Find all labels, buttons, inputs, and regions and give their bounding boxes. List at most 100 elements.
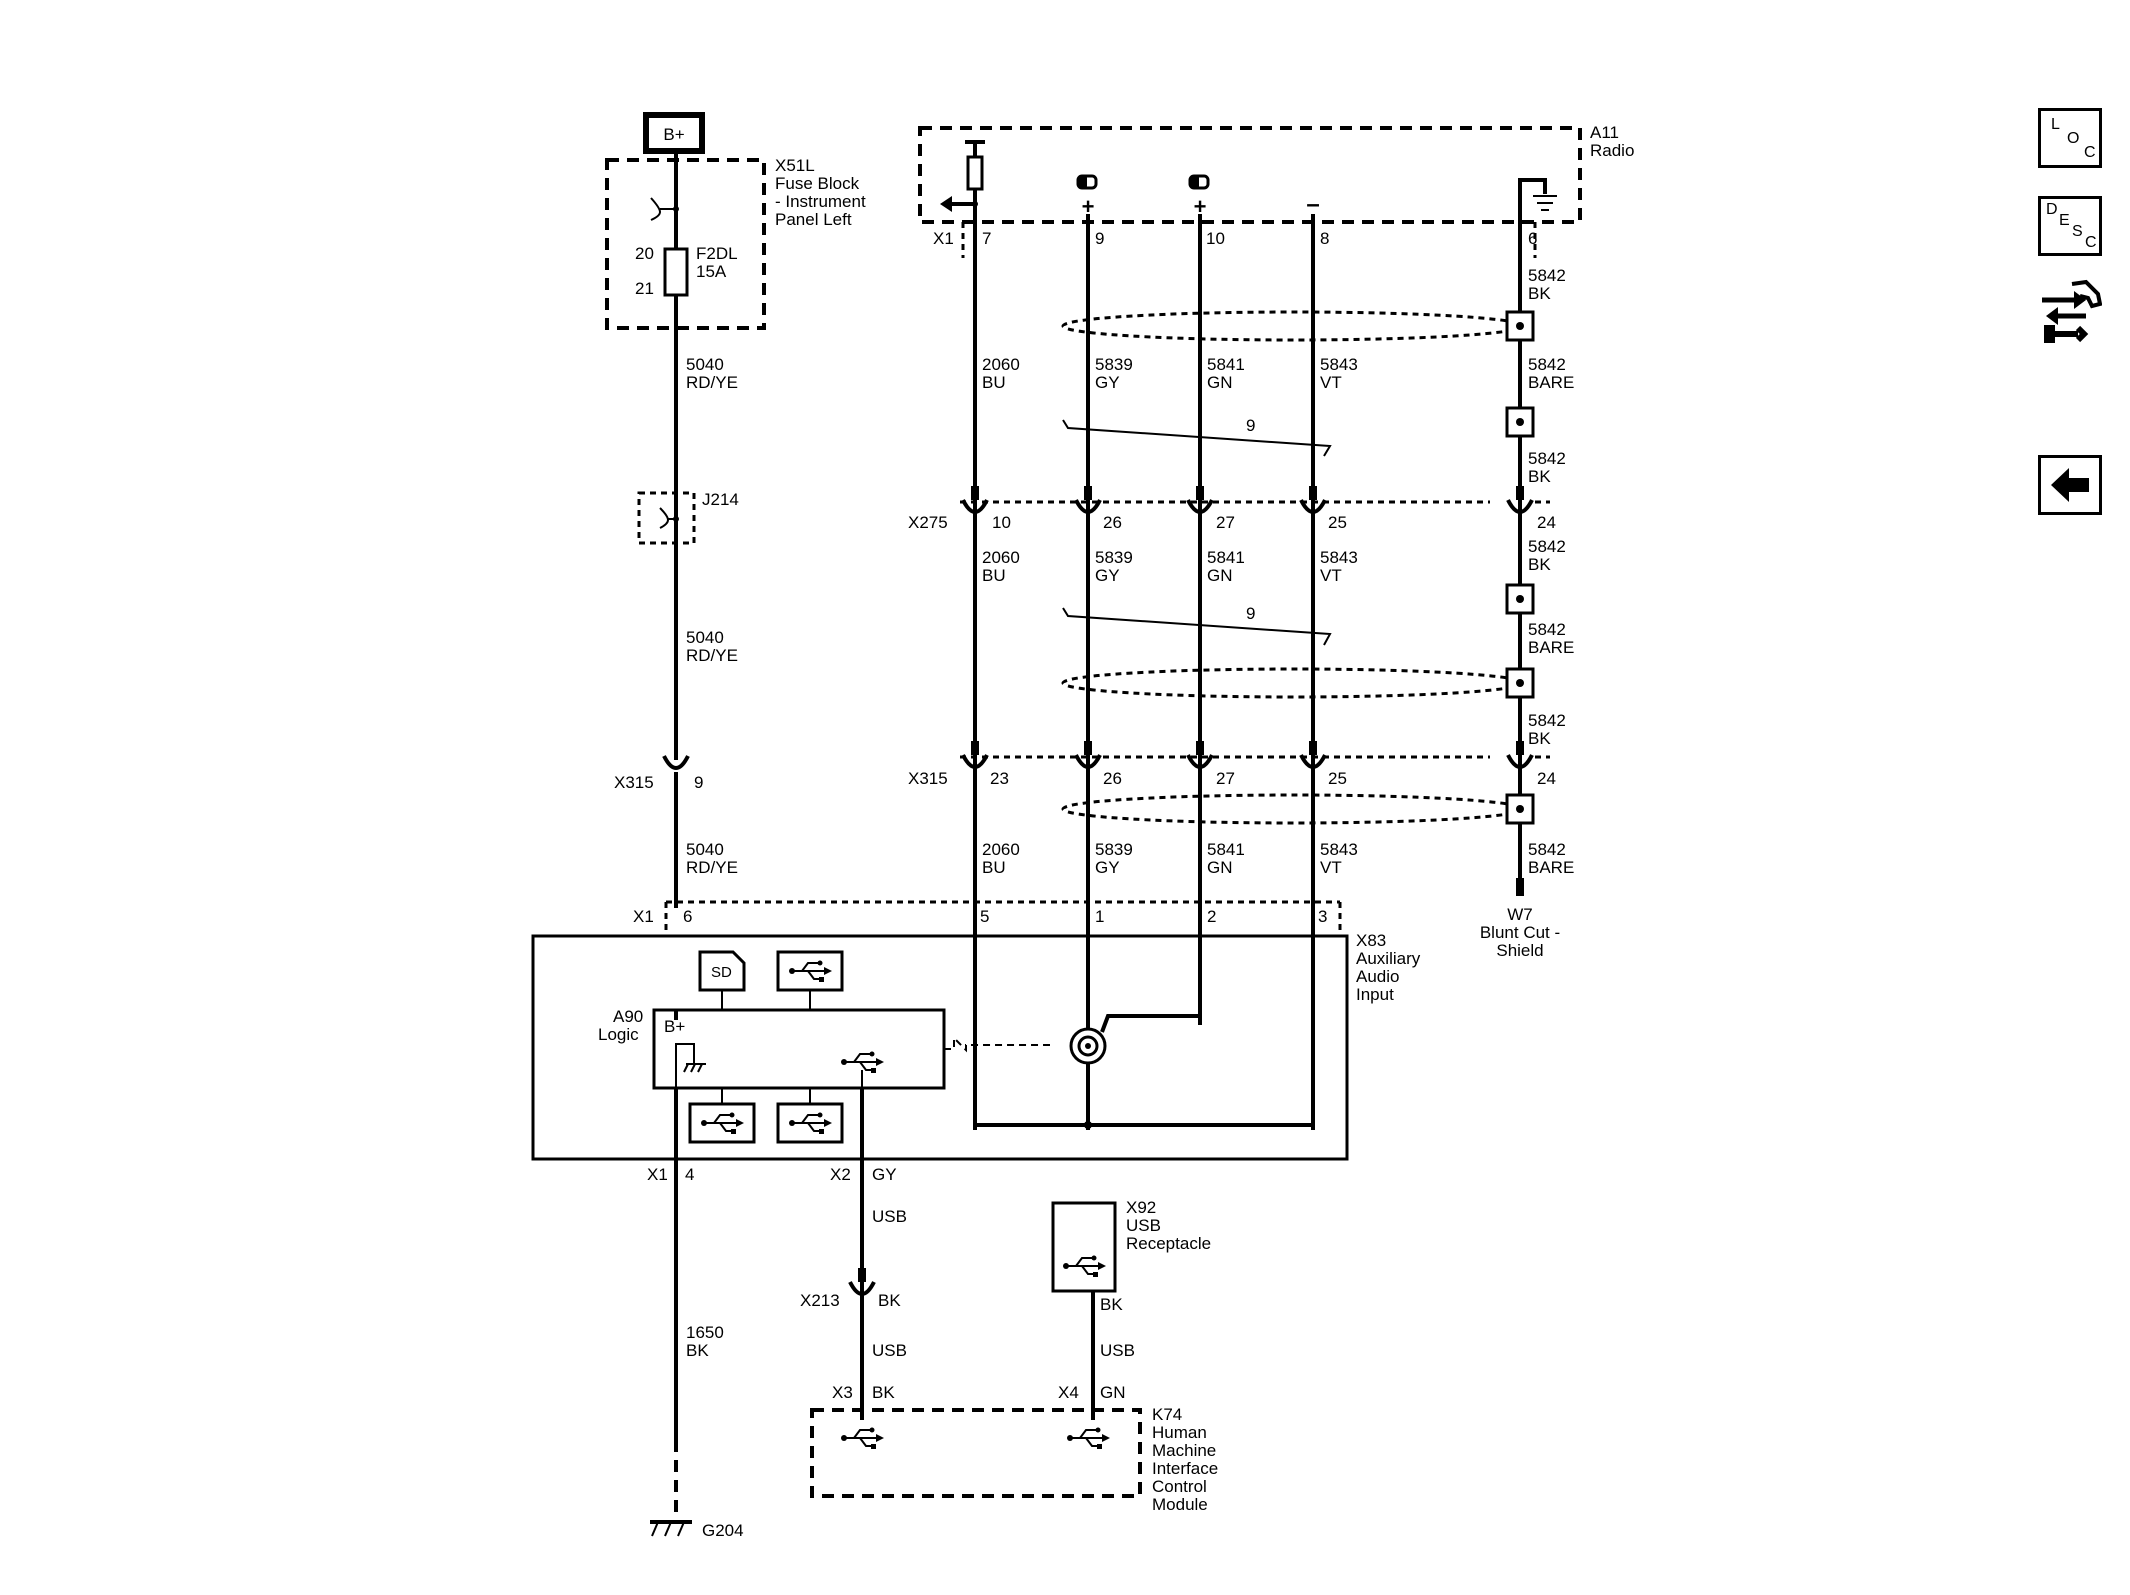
shield-label-6-color: BK xyxy=(1528,729,1551,748)
battery-positive-label: B+ xyxy=(663,125,684,144)
x83-pin-3: 3 xyxy=(1318,907,1327,926)
location-button[interactable]: L O C xyxy=(2038,108,2102,168)
shield-label-3-circuit: 5842 xyxy=(1528,449,1566,468)
x83-name-2: Audio xyxy=(1356,967,1399,986)
desc-letter-d: D xyxy=(2046,201,2058,218)
x275-pin-arc-2 xyxy=(1074,499,1102,514)
wrench-arrows-icon xyxy=(2042,279,2103,343)
logic-bplus: B+ xyxy=(664,1017,685,1036)
label-2060-color-1: BU xyxy=(982,373,1006,392)
x275-id: X275 xyxy=(908,513,948,532)
radio-id: A11 xyxy=(1590,123,1619,142)
shield-label-4-color: BK xyxy=(1528,555,1551,574)
radio-signal-negative-icon: – xyxy=(1306,191,1319,218)
k74-name-4: Control xyxy=(1152,1477,1207,1496)
radio-name: Radio xyxy=(1590,141,1634,160)
fuse-pin-in: 20 xyxy=(635,244,654,263)
svg-text:+: + xyxy=(1194,194,1207,219)
usb-port-top-icon xyxy=(776,950,844,1010)
usb-label-1: USB xyxy=(872,1207,907,1226)
x83-name-3: Input xyxy=(1356,985,1394,1004)
usb-port-bottom-1-icon xyxy=(688,1088,756,1144)
label-2060-circuit-3: 2060 xyxy=(982,840,1020,859)
ground-label: G204 xyxy=(702,1521,744,1540)
radio-pin-9: 9 xyxy=(1095,229,1104,248)
x92-id: X92 xyxy=(1126,1198,1156,1217)
x315-left-pin: 9 xyxy=(694,773,703,792)
desc-letter-c: C xyxy=(2085,234,2097,251)
loc-letter-c: C xyxy=(2084,144,2096,161)
x213-connector xyxy=(848,1281,876,1296)
usb-label-2: USB xyxy=(872,1341,907,1360)
usb-receptacle-x92 xyxy=(1051,1201,1117,1293)
shield-label-5-color: BARE xyxy=(1528,638,1574,657)
x275-pin-3: 27 xyxy=(1216,513,1235,532)
wire-5040-circuit-1: 5040 xyxy=(686,355,724,374)
logic-name: Logic xyxy=(598,1025,639,1044)
twisted-pair-marker-1 xyxy=(1062,419,1332,457)
shield-oval-2 xyxy=(1061,667,1525,699)
label-5839-circuit-2: 5839 xyxy=(1095,548,1133,567)
label-5843-circuit-2: 5843 xyxy=(1320,548,1358,567)
x92-color: BK xyxy=(1100,1295,1123,1314)
label-5843-circuit-3: 5843 xyxy=(1320,840,1358,859)
x315-pin-arc-4 xyxy=(1299,754,1327,769)
usb-label-3: USB xyxy=(1100,1341,1135,1360)
radio-connector-label: X1 xyxy=(933,229,954,248)
x275-pin-4: 25 xyxy=(1328,513,1347,532)
shield-label-3-color: BK xyxy=(1528,467,1551,486)
x315-pin-2: 26 xyxy=(1103,769,1122,788)
fuse-block-outline xyxy=(605,158,766,330)
x315-pin-arc-2 xyxy=(1074,754,1102,769)
wire-5040-color-1: RD/YE xyxy=(686,373,738,392)
label-5839-circuit-3: 5839 xyxy=(1095,840,1133,859)
x2-color: GY xyxy=(872,1165,897,1184)
loc-letter-l: L xyxy=(2051,116,2060,133)
shield-label-4-circuit: 5842 xyxy=(1528,537,1566,556)
label-5843-color-2: VT xyxy=(1320,566,1342,585)
description-button[interactable]: D E S C xyxy=(2038,196,2102,256)
label-5841-color-3: GN xyxy=(1207,858,1233,877)
repair-tools-button[interactable] xyxy=(2038,278,2103,350)
logic-id: A90 xyxy=(613,1007,643,1026)
x1-4-pin: 4 xyxy=(685,1165,694,1184)
hmi-usb-icon-1 xyxy=(840,1426,885,1450)
fuse-name: F2DL xyxy=(696,244,738,263)
shield-drain-box-3 xyxy=(1505,583,1535,615)
label-5841-circuit-2: 5841 xyxy=(1207,548,1245,567)
desc-letter-s: S xyxy=(2072,223,2083,240)
label-5843-color-3: VT xyxy=(1320,858,1342,877)
loc-letter-o: O xyxy=(2067,130,2080,147)
x3-conn: X3 xyxy=(832,1383,853,1402)
radio-bias-resistor-icon xyxy=(940,140,985,212)
x275-pin-2: 26 xyxy=(1103,513,1122,532)
radio-pin-6: 6 xyxy=(1528,229,1537,248)
shield-drain-box-2 xyxy=(1505,406,1535,438)
desc-letter-e: E xyxy=(2059,212,2070,229)
splice-j214-node xyxy=(673,516,679,522)
label-5839-color-2: GY xyxy=(1095,566,1120,585)
shield-drain-box-1 xyxy=(1505,310,1535,342)
shield-label-2-circuit: 5842 xyxy=(1528,355,1566,374)
x315-pin-5: 24 xyxy=(1537,769,1556,788)
x315-left-id: X315 xyxy=(614,773,654,792)
x83-pin-5: 5 xyxy=(980,907,989,926)
back-button[interactable] xyxy=(2038,455,2102,515)
svg-text:+: + xyxy=(1082,194,1095,219)
wire-5040-circuit-3: 5040 xyxy=(686,840,724,859)
k74-name-1: Human xyxy=(1152,1423,1207,1442)
hmi-k74-outline xyxy=(810,1408,1142,1498)
x1-4-conn: X1 xyxy=(647,1165,668,1184)
x83-pin-2: 2 xyxy=(1207,907,1216,926)
radio-speaker-positive-icon-1: + xyxy=(1076,174,1098,219)
aux-bus-node xyxy=(1084,1121,1092,1129)
blunt-cut-id: W7 xyxy=(1507,905,1533,924)
k74-name-2: Machine xyxy=(1152,1441,1216,1460)
radio-pin-10: 10 xyxy=(1206,229,1225,248)
fuse-block-connection-icon xyxy=(650,197,676,221)
label-5843-circuit-1: 5843 xyxy=(1320,355,1358,374)
radio-speaker-positive-icon-2: + xyxy=(1188,174,1210,219)
label-5841-color-1: GN xyxy=(1207,373,1233,392)
wire-1650-color: BK xyxy=(686,1341,709,1360)
wire-5040-circuit-2: 5040 xyxy=(686,628,724,647)
